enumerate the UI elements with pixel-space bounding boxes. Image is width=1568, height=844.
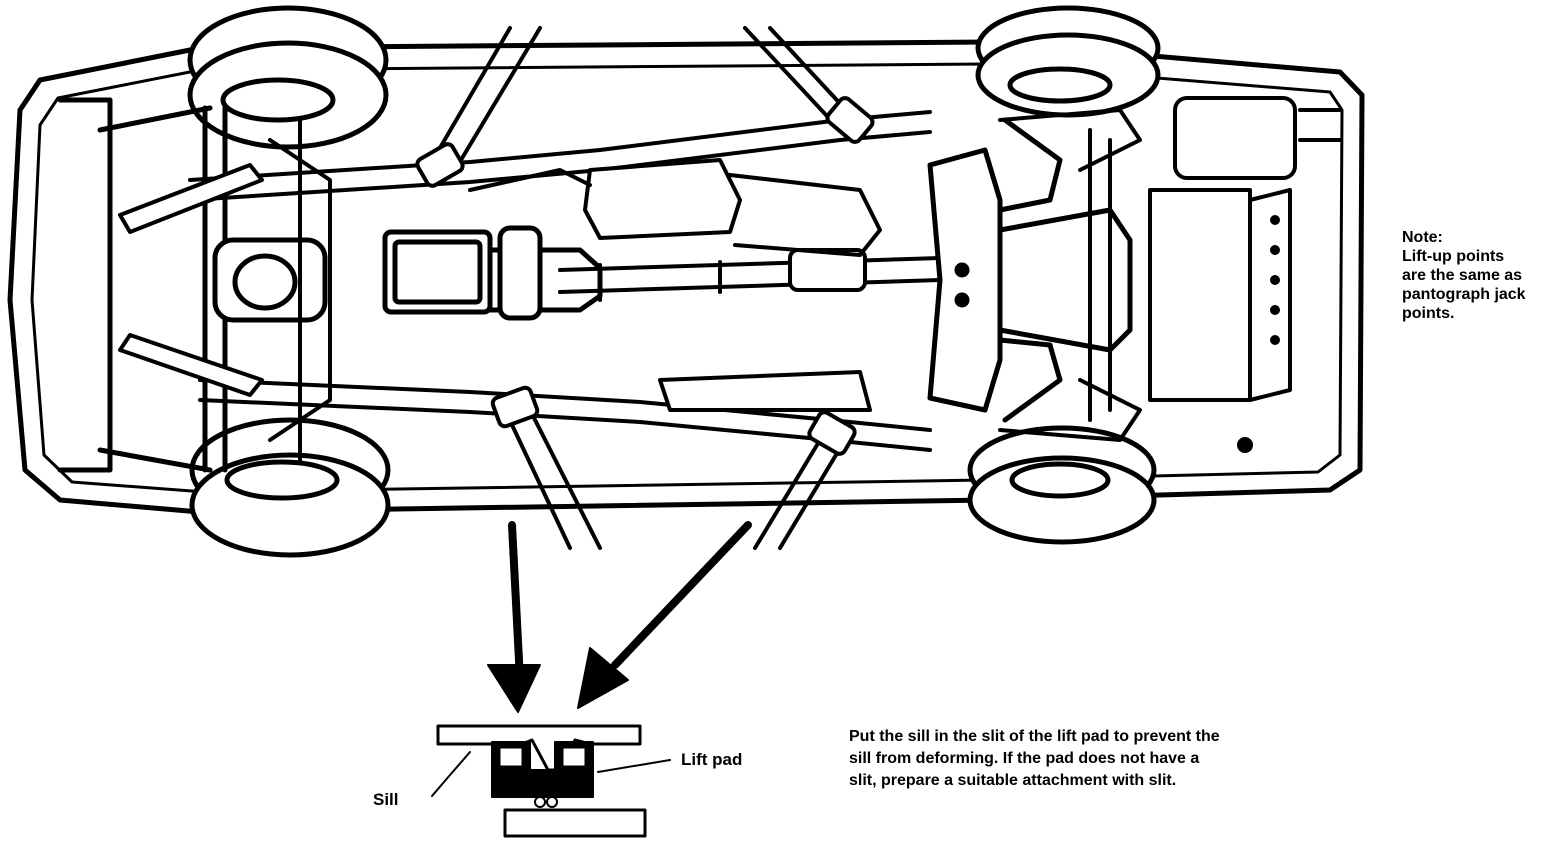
sill-label: Sill	[373, 790, 399, 809]
instruction-text: Put the sill in the slit of the lift pad…	[849, 726, 1349, 792]
note-line: points.	[1402, 305, 1455, 322]
arrow-left	[487, 521, 541, 713]
rear-cross-arms	[118, 118, 332, 462]
lift-pad-label: Lift pad	[681, 750, 743, 769]
front-crossmember	[927, 117, 1133, 423]
lift-pad-detail	[431, 724, 671, 838]
lift-arm-bottom-left	[490, 385, 602, 550]
wheel-rear-bottom	[189, 417, 391, 558]
wheel-rear-top	[187, 5, 389, 150]
front-suspension	[998, 108, 1142, 442]
note-heading: Note:	[1402, 229, 1443, 246]
rear-axle	[57, 97, 328, 473]
lift-arm-bottom-right	[753, 410, 857, 550]
drive-shaft	[558, 248, 942, 302]
instruction-line: slit, prepare a suitable attachment with…	[849, 772, 1177, 789]
note-line: are the same as	[1402, 267, 1523, 284]
instruction-line: sill from deforming. If the pad does not…	[849, 750, 1200, 767]
wheel-front-top	[975, 5, 1161, 118]
instruction-line: Put the sill in the slit of the lift pad…	[849, 728, 1220, 745]
fuel-tank	[468, 158, 882, 412]
note-block: Note: Lift-up points are the same as pan…	[1402, 228, 1567, 323]
lift-arm-top-right	[743, 26, 875, 144]
wheel-front-bottom	[967, 425, 1157, 545]
lift-arm-top-left	[415, 26, 542, 188]
arrow-right	[577, 521, 752, 709]
front-end-radiator	[1148, 96, 1342, 453]
note-line: pantograph jack	[1402, 286, 1526, 303]
note-line: Lift-up points	[1402, 248, 1505, 265]
transmission-body	[382, 225, 603, 321]
